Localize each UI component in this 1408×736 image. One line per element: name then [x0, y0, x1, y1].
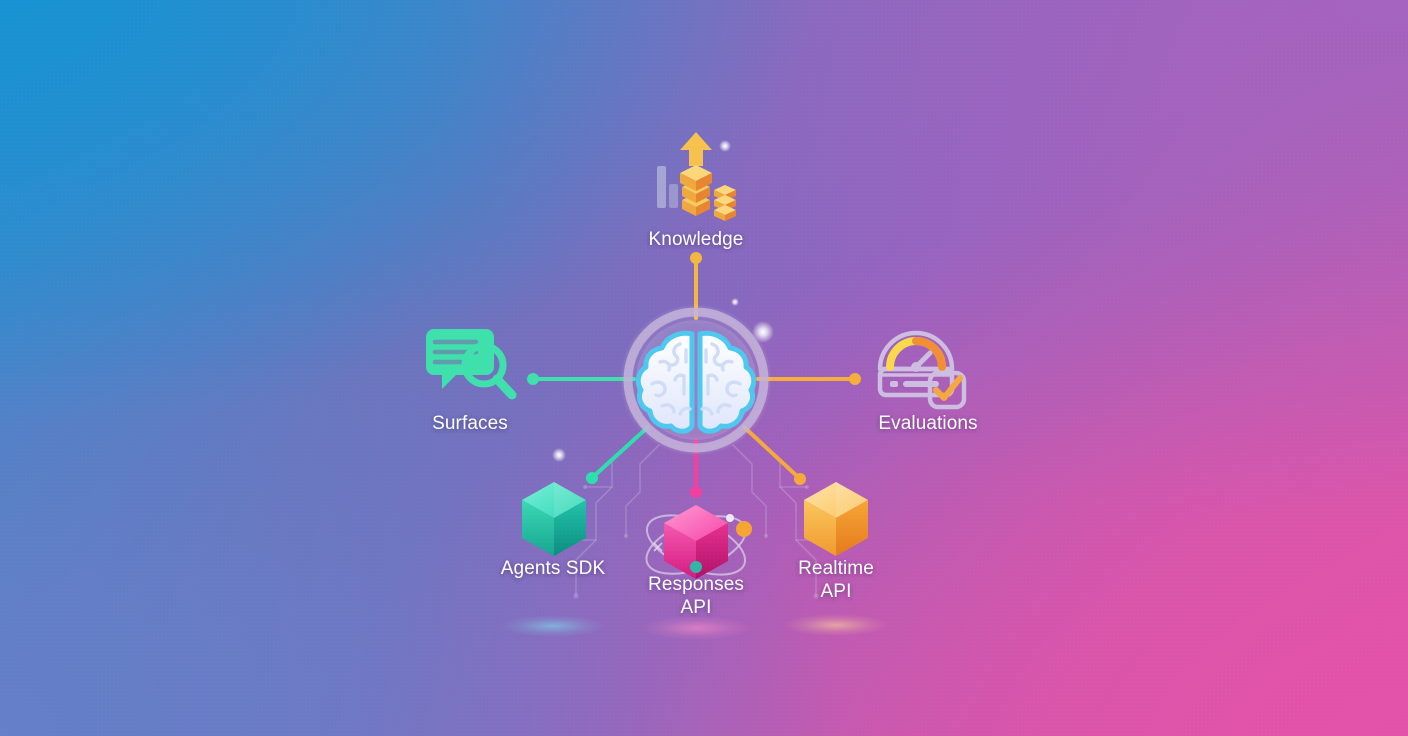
node-agents-sdk[interactable] — [518, 479, 590, 559]
gauge-needle — [911, 350, 933, 372]
brain-right-hemisphere — [697, 330, 757, 434]
knowledge-grey-bars — [657, 166, 678, 208]
center-brain-node[interactable] — [618, 302, 774, 458]
sparkle-cross — [653, 542, 663, 552]
node-label-surfaces: Surfaces — [432, 413, 508, 434]
conn-evaluations — [756, 373, 861, 385]
brain-icon — [620, 304, 772, 456]
orange-cube-icon — [804, 482, 868, 556]
knowledge-stack-arrow-icon — [657, 132, 736, 221]
knowledge-stack-main — [680, 165, 712, 216]
gauge-arc — [886, 337, 946, 371]
node-knowledge[interactable] — [644, 130, 748, 234]
knowledge-stack-side — [714, 185, 736, 221]
orbit-particle-white — [726, 514, 734, 522]
node-label-realtime-api: Realtime API — [798, 558, 874, 602]
node-label-agents-sdk: Agents SDK — [500, 558, 606, 579]
orbit-particle-teal — [690, 561, 702, 573]
pink-cube-orbit-icon — [645, 505, 752, 579]
glow-agents-sdk — [501, 615, 605, 637]
checkmark-badge-icon — [927, 370, 967, 410]
node-responses-api[interactable] — [628, 487, 764, 603]
magnifier-icon — [461, 342, 517, 400]
node-evaluations[interactable] — [874, 323, 970, 413]
sparkle-top-right-brain — [752, 321, 774, 343]
sparkle-agents — [552, 448, 566, 462]
sparkle-knowledge — [719, 140, 731, 152]
chat-bubble-icon — [426, 329, 494, 389]
conn-surfaces — [527, 373, 636, 385]
node-label-knowledge: Knowledge — [648, 229, 744, 250]
node-label-responses-api: Responses API — [648, 574, 744, 618]
gauge-checkmark-icon — [877, 330, 967, 410]
glow-responses — [641, 616, 753, 640]
teal-cube-icon — [522, 482, 586, 556]
chat-search-icon — [426, 329, 517, 400]
node-surfaces[interactable] — [420, 325, 520, 411]
orbit-particle-orange — [736, 521, 752, 537]
brain-left-hemisphere — [635, 330, 695, 434]
conn-agents-sdk — [586, 425, 650, 484]
node-realtime-api[interactable] — [800, 479, 872, 559]
knowledge-arrow-icon — [680, 132, 712, 166]
conn-realtime — [742, 425, 806, 485]
node-label-evaluations: Evaluations — [878, 413, 978, 434]
sparkle-brain-dot — [731, 298, 739, 306]
glow-realtime — [784, 614, 888, 636]
